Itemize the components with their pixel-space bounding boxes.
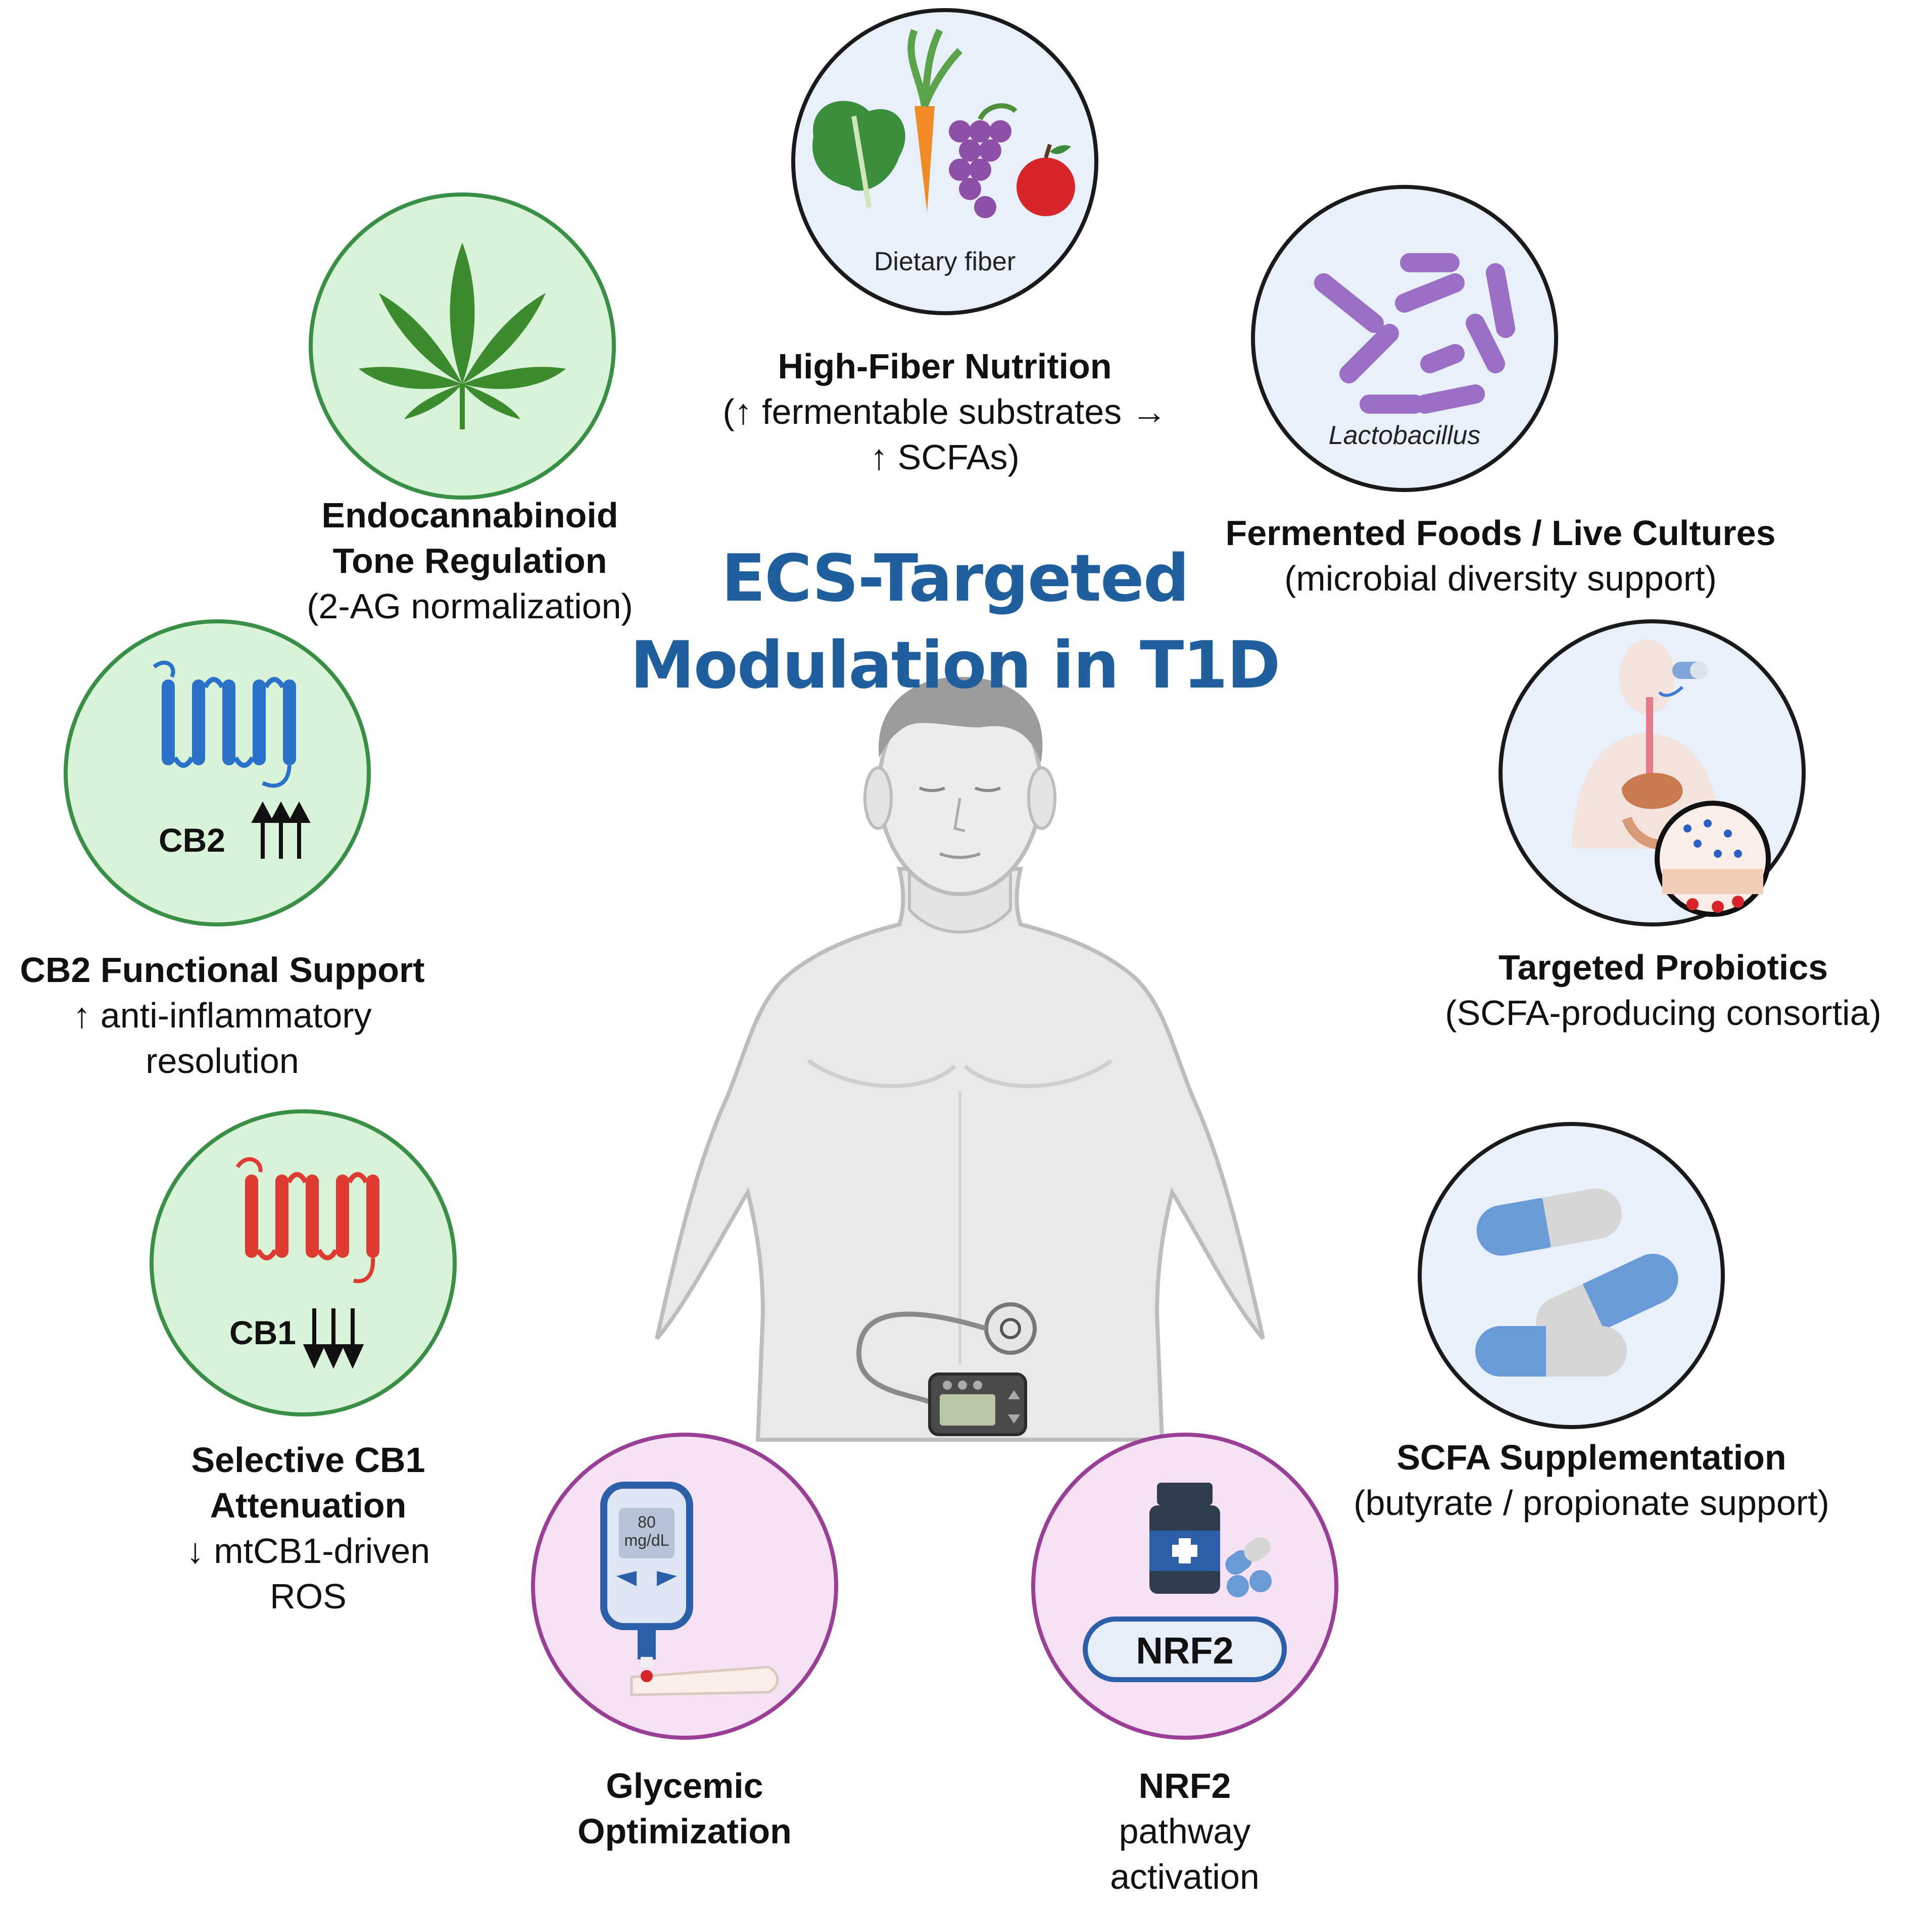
cb2-circle: [64, 619, 371, 926]
cb1-line-1: ↓ mtCB1-driven: [186, 1531, 430, 1571]
cb2-label: CB2 Functional Support ↑ anti-inflammato…: [0, 947, 445, 1084]
endocannabinoid-heading-2: Tone Regulation: [332, 541, 607, 580]
glycemic-heading-1: Glycemic: [606, 1766, 763, 1805]
fiber-circle: [791, 8, 1098, 315]
dietary-fiber-caption: Dietary fiber: [874, 247, 1016, 276]
title-line-2: Modulation in T1D: [630, 628, 1280, 703]
nrf2-badge-label: NRF2: [1136, 1630, 1234, 1672]
body-gut-probiotic-icon: [1571, 639, 1771, 917]
endocannabinoid-circle: [309, 192, 616, 500]
vegetables-fruit-icon: [812, 28, 1075, 218]
fermented-circle: [1251, 185, 1558, 492]
nrf2-heading: NRF2: [1138, 1766, 1231, 1805]
cb2-line-2: resolution: [146, 1041, 299, 1081]
nrf2-line-1: pathway: [1119, 1811, 1251, 1851]
glucose-value: 80: [638, 1513, 656, 1531]
glycemic-label: Glycemic Optimization: [533, 1763, 836, 1854]
cannabis-leaf-icon: [359, 242, 566, 429]
fermented-line-1: (microbial diversity support): [1284, 559, 1717, 598]
medicine-bottle-icon: [1149, 1483, 1272, 1597]
glucose-meter-display: 80 mg/dL: [619, 1513, 674, 1549]
probiotics-circle: [1499, 619, 1806, 926]
fiber-line-1: (↑ fermentable substrates →: [722, 392, 1167, 431]
fiber-label: High-Fiber Nutrition (↑ fermentable subs…: [692, 344, 1197, 480]
cb2-line-1: ↑ anti-inflammatory: [73, 996, 372, 1035]
cb1-label: Selective CB1 Attenuation ↓ mtCB1-driven…: [126, 1437, 490, 1619]
cb1-line-2: ROS: [270, 1577, 347, 1616]
endocannabinoid-line-1: (2-AG normalization): [307, 586, 633, 626]
glucose-unit: mg/dL: [624, 1531, 669, 1549]
cb2-heading: CB2 Functional Support: [20, 950, 425, 990]
lactobacillus-bacteria-icon: [1314, 253, 1515, 414]
capsules-icon: [1475, 1188, 1678, 1377]
title-line-1: ECS-Targeted: [721, 541, 1190, 616]
probiotics-label: Targeted Probiotics (SCFA-producing cons…: [1394, 945, 1932, 1036]
endocannabinoid-heading-1: Endocannabinoid: [321, 496, 618, 535]
cb1-circle: [150, 1109, 457, 1416]
glycemic-heading-2: Optimization: [577, 1811, 792, 1851]
fiber-line-2: ↑ SCFAs): [870, 437, 1020, 477]
fermented-heading: Fermented Foods / Live Cultures: [1225, 513, 1776, 553]
scfa-heading: SCFA Supplementation: [1396, 1438, 1786, 1477]
cb2-caption: CB2: [158, 821, 226, 859]
scfa-label: SCFA Supplementation (butyrate / propion…: [1293, 1435, 1890, 1526]
glycemic-circle: [531, 1433, 838, 1740]
endocannabinoid-label: Endocannabinoid Tone Regulation (2-AG no…: [243, 493, 697, 629]
cb1-receptor-icon: [235, 1157, 379, 1369]
nrf2-circle: [1031, 1433, 1338, 1740]
probiotics-heading: Targeted Probiotics: [1498, 948, 1828, 987]
probiotics-line-1: (SCFA-producing consortia): [1445, 993, 1881, 1033]
nrf2-pill-badge: [1083, 1617, 1287, 1682]
cb1-heading-2: Attenuation: [210, 1486, 407, 1525]
scfa-circle: [1418, 1122, 1725, 1429]
fiber-heading: High-Fiber Nutrition: [778, 347, 1112, 386]
scfa-line-1: (butyrate / propionate support): [1354, 1483, 1829, 1523]
fermented-label: Fermented Foods / Live Cultures (microbi…: [1162, 510, 1839, 601]
nrf2-label: NRF2 pathway activation: [1058, 1763, 1311, 1899]
glucose-meter-icon: [600, 1482, 779, 1696]
cb1-heading-1: Selective CB1: [191, 1440, 425, 1480]
diagram-title: ECS-Targeted Modulation in T1D: [601, 535, 1309, 709]
human-torso-with-insulin-pump-icon: [655, 677, 1265, 1442]
cb1-caption: CB1: [229, 1314, 297, 1351]
lactobacillus-caption: Lactobacillus: [1328, 421, 1481, 450]
nrf2-line-2: activation: [1110, 1857, 1260, 1896]
cb2-receptor-icon: [153, 660, 311, 859]
